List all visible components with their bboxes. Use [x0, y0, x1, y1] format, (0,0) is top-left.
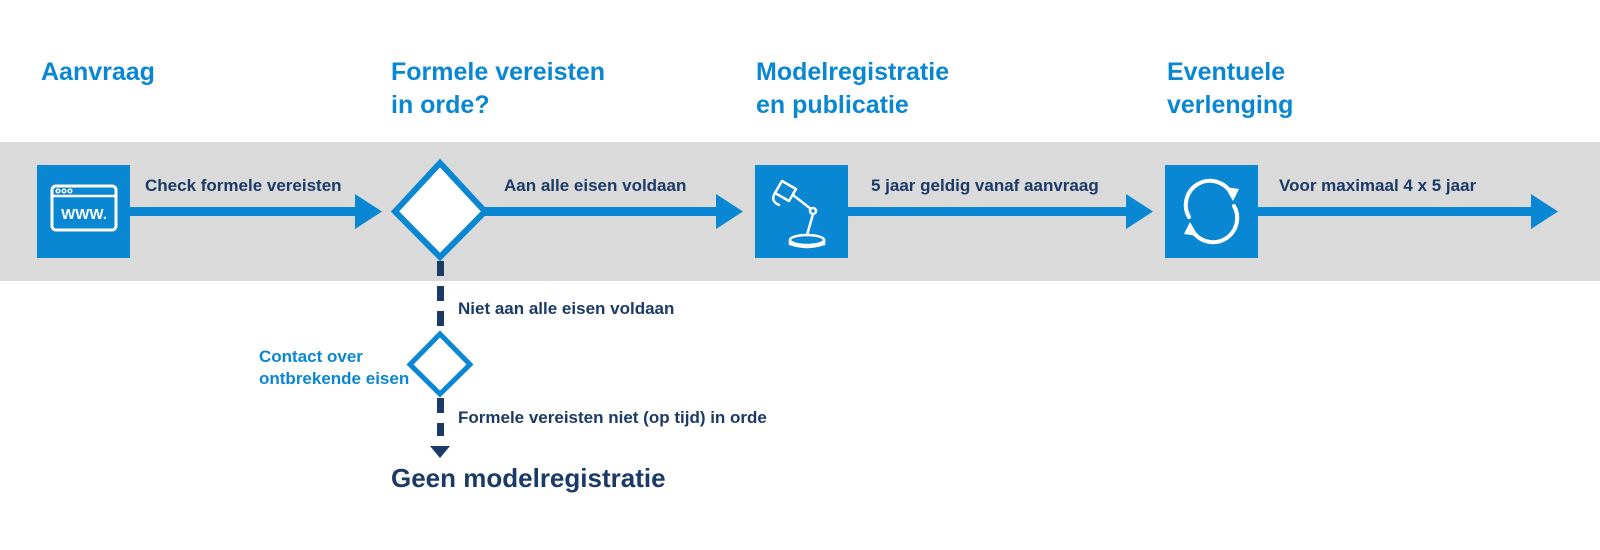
branch-label-niet-voldaan: Niet aan alle eisen voldaan: [458, 299, 675, 318]
arrow-label-aan-alle-eisen: Aan alle eisen voldaan: [504, 176, 687, 195]
outcome-geen-modelregistratie: Geen modelregistratie: [391, 463, 666, 493]
branch-label-niet-in-orde: Formele vereisten niet (op tijd) in orde: [458, 408, 767, 427]
heading-model-line2: en publicatie: [756, 91, 909, 119]
renew-cycle-icon: [1165, 165, 1258, 258]
contact-label-line1: Contact over: [259, 347, 363, 366]
heading-formele-line1: Formele vereisten: [391, 58, 605, 86]
contact-label-line2: ontbrekende eisen: [259, 369, 410, 388]
heading-verlenging: Eventuele verlenging: [1167, 56, 1293, 122]
arrow-check-formele: [130, 194, 382, 229]
heading-formele-vereisten: Formele vereisten in orde?: [391, 56, 605, 122]
contact-diamond-icon: [406, 330, 474, 398]
www-browser-icon: WWW.: [37, 165, 130, 258]
heading-aanvraag-line: Aanvraag: [41, 58, 155, 86]
arrow-label-5-jaar: 5 jaar geldig vanaf aanvraag: [871, 176, 1099, 195]
heading-verlenging-line1: Eventuele: [1167, 58, 1286, 86]
heading-modelregistratie: Modelregistratie en publicatie: [756, 56, 949, 122]
heading-model-line1: Modelregistratie: [756, 58, 950, 86]
arrow-max-4x5: [1257, 194, 1558, 229]
branch-dashed-line: [430, 261, 450, 458]
heading-verlenging-line2: verlenging: [1167, 91, 1294, 119]
arrow-label-check-formele: Check formele vereisten: [145, 176, 342, 195]
arrow-label-max-4x5: Voor maximaal 4 x 5 jaar: [1279, 176, 1477, 195]
svg-text:WWW.: WWW.: [61, 206, 107, 223]
arrow-aan-alle-eisen: [484, 194, 743, 229]
decision-diamond-icon: [390, 158, 490, 262]
heading-formele-line2: in orde?: [391, 91, 490, 119]
desk-lamp-icon: [755, 165, 848, 258]
heading-aanvraag: Aanvraag: [41, 56, 155, 89]
arrow-5-jaar: [846, 194, 1153, 229]
